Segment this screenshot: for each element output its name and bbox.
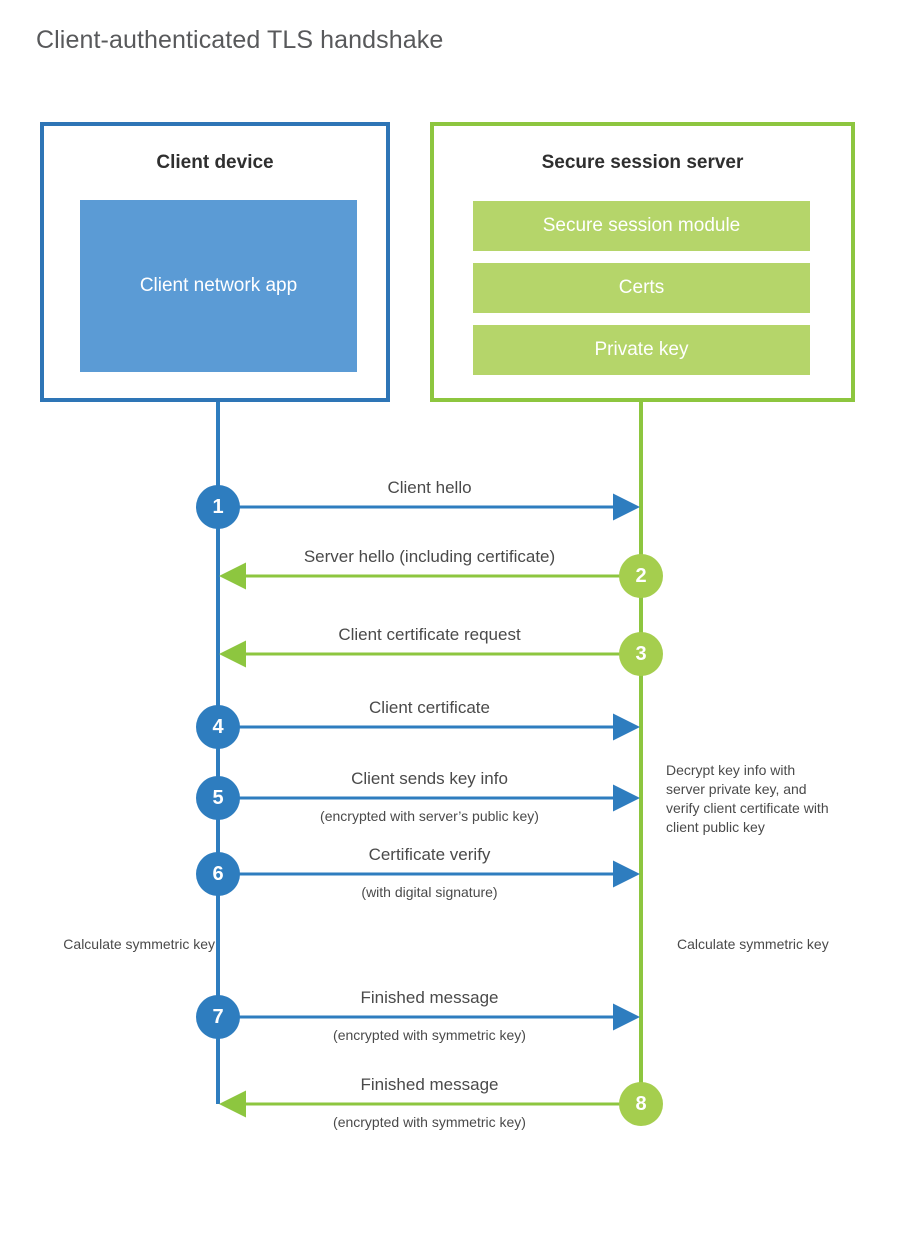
step-badge-5[interactable]: 5 bbox=[196, 776, 240, 820]
message-label-7: Finished message bbox=[360, 988, 499, 1007]
note-decrypt-key-info: Decrypt key info with server private key… bbox=[666, 762, 829, 835]
message-sublabel-8: (encrypted with symmetric key) bbox=[333, 1114, 526, 1130]
note-calculate-symmetric-key-client: Calculate symmetric key bbox=[63, 936, 215, 952]
message-label-3: Client certificate request bbox=[338, 625, 521, 644]
step-badge-8[interactable]: 8 bbox=[619, 1082, 663, 1126]
server-component-secure-session-module: Secure session module bbox=[473, 201, 810, 251]
client-device-box: Client device Client network app bbox=[40, 122, 390, 402]
message-label-4: Client certificate bbox=[369, 698, 490, 717]
message-label-6: Certificate verify bbox=[368, 845, 491, 864]
step-badge-2[interactable]: 2 bbox=[619, 554, 663, 598]
message-sublabel-7: (encrypted with symmetric key) bbox=[333, 1027, 526, 1043]
step-badge-1[interactable]: 1 bbox=[196, 485, 240, 529]
step-badge-7[interactable]: 7 bbox=[196, 995, 240, 1039]
message-sublabel-6: (with digital signature) bbox=[361, 884, 498, 900]
page-title: Client-authenticated TLS handshake bbox=[36, 26, 444, 54]
secure-session-server-box: Secure session server Secure session mod… bbox=[430, 122, 855, 402]
client-network-app-block: Client network app bbox=[80, 200, 357, 372]
server-component-certs: Certs bbox=[473, 263, 810, 313]
message-label-8: Finished message bbox=[360, 1075, 499, 1094]
message-sublabel-5: (encrypted with server’s public key) bbox=[320, 808, 539, 824]
secure-session-server-title: Secure session server bbox=[541, 152, 744, 173]
note-calculate-symmetric-key-server: Calculate symmetric key bbox=[677, 936, 829, 952]
step-badge-3[interactable]: 3 bbox=[619, 632, 663, 676]
message-arrow-layer bbox=[218, 493, 641, 1118]
server-component-private-key: Private key bbox=[473, 325, 810, 375]
step-badge-6[interactable]: 6 bbox=[196, 852, 240, 896]
step-badge-4[interactable]: 4 bbox=[196, 705, 240, 749]
message-label-1: Client hello bbox=[387, 478, 472, 497]
client-device-title: Client device bbox=[156, 152, 274, 173]
message-label-2: Server hello (including certificate) bbox=[303, 547, 556, 566]
message-label-5: Client sends key info bbox=[351, 769, 508, 788]
